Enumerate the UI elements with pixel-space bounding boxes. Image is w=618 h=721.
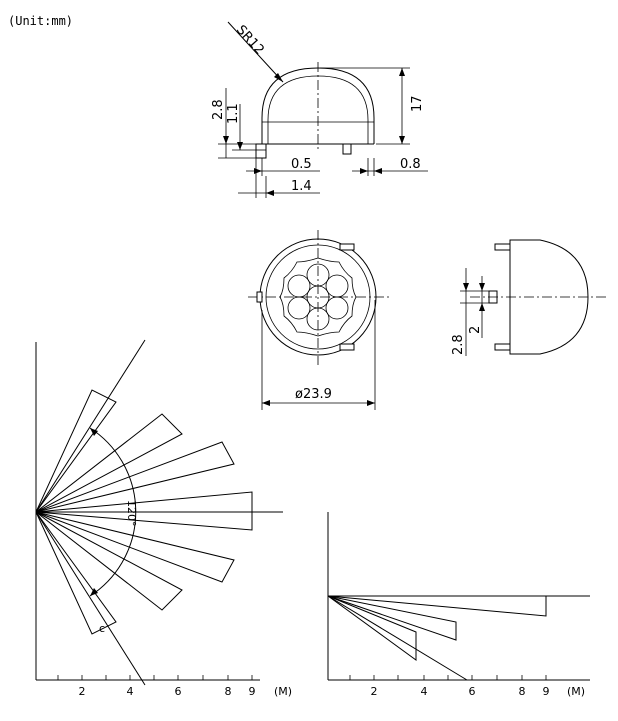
axis-tick-label: 8	[519, 685, 526, 698]
side-dim-b: 2	[468, 326, 483, 334]
axis-tick-label: (M)	[567, 685, 585, 698]
angle-label: 120°	[125, 500, 138, 527]
flange-width-label: 1.4	[291, 179, 312, 194]
pin-label: 0.8	[400, 157, 421, 172]
axis-tick-label: 6	[175, 685, 182, 698]
left-detection-pattern: 120° c 2 4 6 8 9 (M)	[35, 339, 292, 698]
axis-tick-label: 2	[79, 685, 86, 698]
axis-tick-label: 9	[249, 685, 256, 698]
front-view-drawing: ø23.9	[248, 230, 390, 410]
top-view-drawing: SR12 17 2.8 1.1 0.5 1.4 0.	[211, 21, 428, 198]
axis-tick-label: 4	[421, 685, 428, 698]
flange-inner-label: 1.1	[226, 103, 241, 124]
radius-label: SR12	[233, 23, 267, 58]
diameter-label: ø23.9	[295, 387, 332, 402]
axis-tick-label: 2	[371, 685, 378, 698]
axis-tick-label: 6	[469, 685, 476, 698]
axis-tick-label: 4	[127, 685, 134, 698]
angle-mark: c	[99, 622, 105, 635]
side-dim-a: 2.8	[451, 334, 466, 355]
axis-tick-label: 8	[225, 685, 232, 698]
step-label: 0.5	[291, 157, 312, 172]
axis-tick-label: 9	[543, 685, 550, 698]
axis-tick-label: (M)	[274, 685, 292, 698]
flange-height-label: 2.8	[211, 99, 226, 120]
right-detection-pattern: 2 4 6 8 9 (M)	[327, 512, 590, 698]
left-x-axis-ticks: 2 4 6 8 9 (M)	[57, 675, 292, 698]
height-label: 17	[410, 95, 425, 112]
side-view-drawing: 2.8 2	[451, 239, 608, 356]
unit-label: (Unit:mm)	[8, 14, 73, 28]
right-x-axis-ticks: 2 4 6 8 9 (M)	[349, 675, 585, 698]
